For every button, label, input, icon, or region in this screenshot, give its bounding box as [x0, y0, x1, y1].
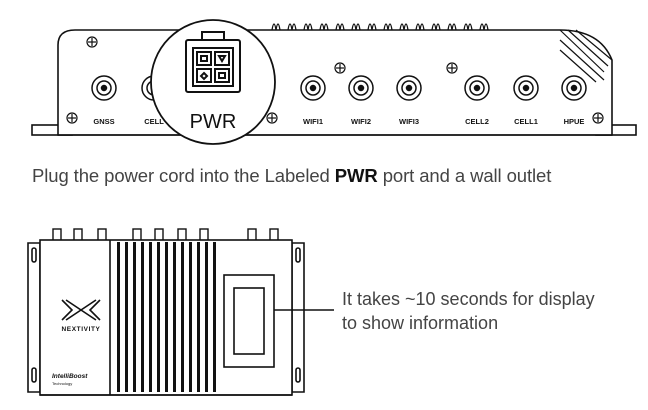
right-ear-slot-bottom [295, 367, 301, 383]
port-label-gnss: GNSS [93, 117, 114, 126]
caption-bold: PWR [334, 165, 378, 186]
note-line-1: It takes ~10 seconds for display [342, 289, 595, 309]
port-label-cell1: CELL1 [514, 117, 538, 126]
connector-wifi1 [300, 75, 326, 101]
instruction-caption: Plug the power cord into the Labeled PWR… [32, 165, 632, 187]
port-label-wifi1: WIFI1 [303, 117, 323, 126]
connector-hpue [561, 75, 587, 101]
pwr-magnifier: PWR [150, 19, 276, 145]
port-label-cell: CELL [144, 117, 164, 126]
intelliboost-sub: Technology [52, 381, 72, 386]
left-ear-slot-top [31, 247, 37, 263]
power-connector-icon [185, 31, 241, 93]
caption-after: port and a wall outlet [377, 165, 552, 186]
logo-x-cross [65, 299, 97, 321]
connector-cell1 [513, 75, 539, 101]
front-heatsink [117, 242, 216, 392]
display-note: It takes ~10 seconds for display to show… [342, 287, 632, 335]
top-grille [559, 29, 613, 83]
intelliboost-badge: IntelliBoost [52, 373, 88, 380]
connector-wifi3 [396, 75, 422, 101]
caption-before: Plug the power cord into the Labeled [32, 165, 335, 186]
brand-name: NEXTIVITY [62, 326, 101, 333]
connector-gnss [91, 75, 117, 101]
logo-x-outer [61, 299, 101, 321]
connector-cell2 [464, 75, 490, 101]
port-label-wifi3: WIFI3 [399, 117, 419, 126]
left-ear-slot-bottom [31, 367, 37, 383]
left-ear [27, 242, 41, 393]
panel-screws [66, 36, 604, 124]
port-label-wifi2: WIFI2 [351, 117, 371, 126]
port-label-hpue: HPUE [564, 117, 585, 126]
right-ear-slot-top [295, 247, 301, 263]
right-ear [291, 242, 305, 393]
heatsink-fins [271, 23, 489, 31]
rear-panel [31, 23, 637, 136]
port-label-cell2: CELL2 [465, 117, 489, 126]
note-line-2: to show information [342, 313, 499, 333]
connector-wifi2 [348, 75, 374, 101]
nextivity-logo [61, 299, 101, 321]
pwr-label: PWR [190, 111, 237, 133]
display-screen [233, 287, 265, 355]
magnifier-circle [150, 19, 276, 145]
front-unit [27, 228, 305, 396]
port-labels: GNSS CELL WIFI1 WIFI2 WIFI3 CELL2 CELL1 … [93, 117, 584, 126]
